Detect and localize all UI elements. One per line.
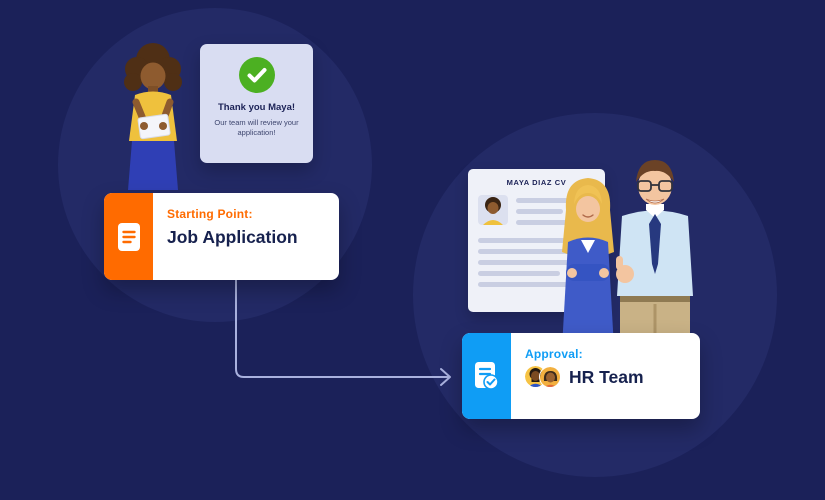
approval-node-title: HR Team — [569, 366, 644, 387]
approval-node-label: Approval: — [525, 347, 583, 361]
start-node-label: Starting Point: — [167, 207, 253, 221]
cv-title: MAYA DIAZ CV — [506, 178, 567, 187]
cv-text-lines — [508, 195, 595, 231]
confirmation-body: Our team will review your application! — [214, 118, 299, 138]
hr-man-illustration — [616, 160, 693, 348]
document-icon — [104, 193, 153, 280]
confirmation-title: Thank you Maya! — [217, 102, 296, 113]
applicant-hair — [124, 43, 182, 91]
applicant-illustration — [124, 43, 182, 190]
confirmation-card: Thank you Maya! Our team will review you… — [200, 44, 313, 163]
tablet-icon — [137, 113, 171, 140]
thumbs-up-hand — [616, 256, 634, 283]
start-node-title: Job Application — [167, 227, 298, 247]
start-node-card[interactable]: Starting Point: Job Application — [104, 193, 339, 280]
document-check-icon — [462, 333, 511, 419]
cv-body-lines — [478, 238, 595, 287]
hr-member-avatar-2 — [539, 366, 561, 388]
hr-avatar-stack — [525, 366, 561, 388]
hr-team-illustration — [562, 160, 693, 348]
maya-photo-avatar — [478, 195, 508, 225]
check-circle-icon — [238, 57, 275, 93]
hr-woman-illustration — [562, 178, 614, 348]
approval-node-card[interactable]: Approval: — [462, 333, 700, 419]
